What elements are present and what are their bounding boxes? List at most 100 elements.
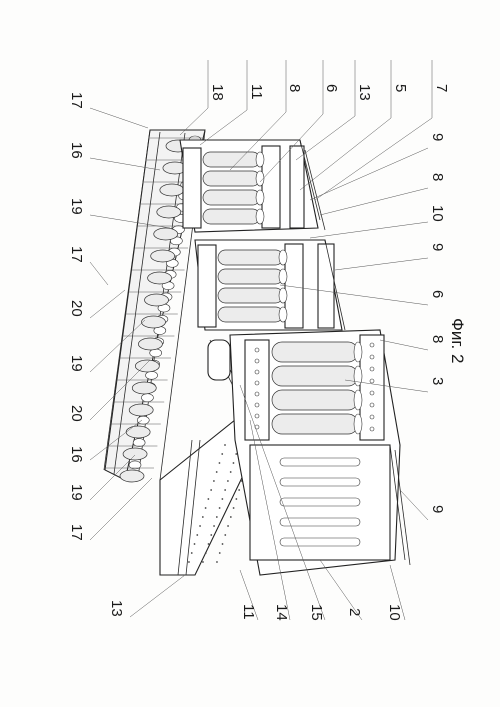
roller-end xyxy=(353,413,363,435)
numeral-20: 20 xyxy=(68,300,85,317)
cover-crossbars xyxy=(104,137,205,483)
bolt-hole xyxy=(254,380,260,386)
numeral-11: 11 xyxy=(248,84,265,100)
numeral-8: 8 xyxy=(429,335,446,343)
bolt-hole xyxy=(254,347,260,353)
cover-roller xyxy=(134,359,160,373)
cover-roller xyxy=(147,271,172,285)
numeral-6: 6 xyxy=(323,84,340,92)
numeral-18: 18 xyxy=(209,84,226,101)
numeral-11: 11 xyxy=(240,604,257,620)
rollers-top xyxy=(202,151,265,225)
tube-rivet xyxy=(210,534,213,536)
tube-rivet xyxy=(232,507,235,509)
bolt-hole xyxy=(369,342,375,348)
numerals-left: 17 16 19 17 20 19 20 16 19 17 13 xyxy=(68,92,125,617)
tube-rivet xyxy=(213,480,215,482)
module-middle xyxy=(194,239,346,331)
numeral-8: 8 xyxy=(286,84,303,92)
cover-roller xyxy=(144,293,169,307)
tube-rivet xyxy=(207,498,210,500)
roller xyxy=(202,170,261,187)
roller-end xyxy=(278,268,288,285)
numeral-10: 10 xyxy=(429,205,446,222)
cover-roller xyxy=(138,337,163,351)
tube-rivet xyxy=(204,552,207,554)
numeral-10: 10 xyxy=(386,604,403,621)
numeral-15: 15 xyxy=(308,604,325,621)
tube-rivet xyxy=(224,444,226,446)
roller-end xyxy=(278,249,288,266)
tube-rivet xyxy=(193,543,196,545)
numeral-13: 13 xyxy=(356,84,373,101)
numeral-17: 17 xyxy=(68,524,85,541)
cover-roller xyxy=(125,425,151,439)
module-front xyxy=(229,329,411,576)
cover-roller xyxy=(156,205,182,219)
chain-link xyxy=(145,371,158,380)
bolt-hole xyxy=(254,391,260,397)
roller xyxy=(202,151,261,168)
numeral-17: 17 xyxy=(68,92,85,109)
numeral-20: 20 xyxy=(68,405,85,422)
bolt-hole xyxy=(254,358,260,364)
bolt-hole xyxy=(369,426,375,432)
roller xyxy=(217,268,284,285)
roller-end xyxy=(278,306,288,323)
rollers-front xyxy=(271,341,363,435)
numeral-13: 13 xyxy=(108,600,125,617)
tube-rivet xyxy=(232,462,235,464)
numerals-bottom: 11 14 15 2 10 xyxy=(240,604,403,621)
cover-roller xyxy=(131,381,157,395)
roller xyxy=(202,189,261,206)
numerals-right: 9 8 10 9 6 8 3 9 xyxy=(429,133,446,513)
numeral-9: 9 xyxy=(429,243,446,251)
tube-rivet xyxy=(218,552,221,554)
cover-roller xyxy=(128,403,154,417)
roller-end xyxy=(255,151,265,168)
bolt-hole xyxy=(369,402,375,408)
tube-rivet xyxy=(224,489,227,491)
bolt-hole xyxy=(369,366,375,372)
tube-rivet xyxy=(227,525,229,527)
bolt-hole xyxy=(369,414,375,420)
tube-rivet xyxy=(204,507,207,509)
bolt-hole xyxy=(254,369,260,375)
tube-rivet xyxy=(221,453,224,455)
numeral-19: 19 xyxy=(68,198,85,215)
cover-roller xyxy=(150,249,176,263)
roller-end xyxy=(353,365,363,387)
tube-rivet xyxy=(221,543,224,545)
tube-rivet xyxy=(196,534,199,536)
numeral-6: 6 xyxy=(429,290,446,298)
tube-rivet xyxy=(215,516,218,518)
tube-rivet xyxy=(221,498,224,500)
slot xyxy=(279,497,361,507)
slots xyxy=(254,342,375,547)
bolt-hole xyxy=(369,354,375,360)
tube-rivet xyxy=(202,561,204,563)
chain-link xyxy=(128,460,142,470)
tube-rivet xyxy=(227,480,229,482)
tube-rivet xyxy=(215,471,218,473)
tube-rivet xyxy=(218,507,221,509)
leader-lines xyxy=(89,60,433,621)
tube-rivet xyxy=(235,498,238,500)
tube-rivet xyxy=(224,534,227,536)
roller-end xyxy=(255,189,265,206)
numeral-16: 16 xyxy=(68,446,85,463)
roller-end xyxy=(255,208,265,225)
numeral-17: 17 xyxy=(68,246,85,263)
tube-rivet xyxy=(216,561,218,563)
tube-rivet xyxy=(201,516,204,518)
cover-roller xyxy=(122,447,148,461)
roller xyxy=(217,306,284,323)
roller xyxy=(271,341,359,363)
roller xyxy=(271,389,359,411)
bolt-hole xyxy=(369,378,375,384)
tube-rivet xyxy=(199,525,201,527)
cover-roller xyxy=(141,315,166,329)
numeral-9: 9 xyxy=(429,505,446,513)
roller xyxy=(202,208,261,225)
roller-end xyxy=(278,287,288,304)
